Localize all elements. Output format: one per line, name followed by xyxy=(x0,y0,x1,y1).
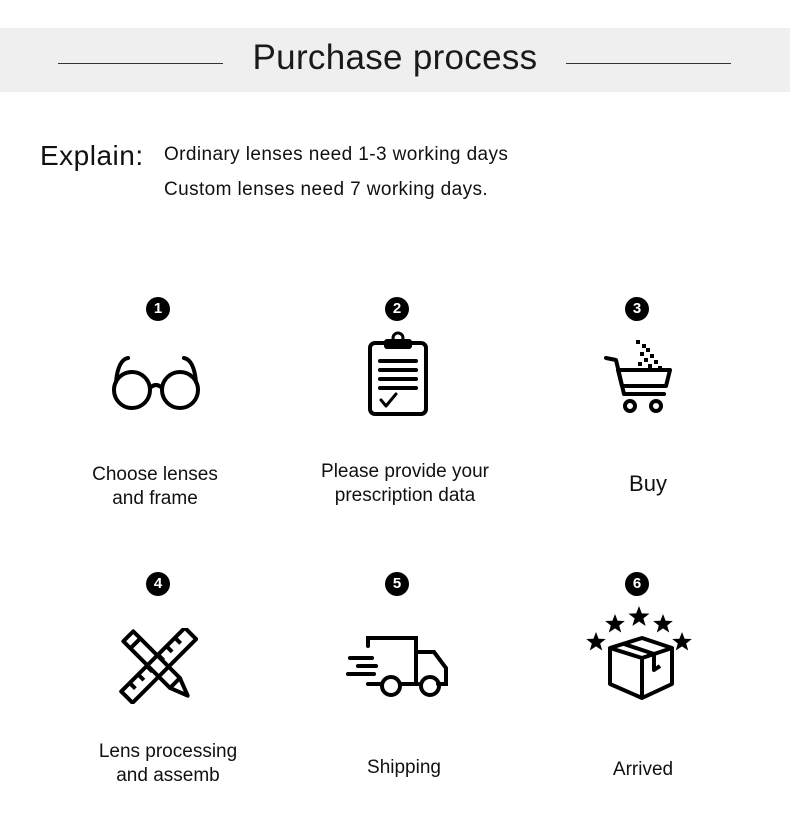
step-number-2: 2 xyxy=(385,297,409,321)
package-stars-icon xyxy=(586,606,692,700)
step-label-2-line-1: Please provide your xyxy=(321,461,489,482)
header-divider-left xyxy=(58,63,223,64)
step-label-3: Buy xyxy=(598,470,698,498)
pencil-ruler-icon xyxy=(119,628,198,704)
step-label-1-line-1: Choose lenses xyxy=(92,464,218,485)
clipboard-prescription-icon xyxy=(368,331,428,416)
explain-label: Explain: xyxy=(40,140,144,171)
step-number-5: 5 xyxy=(385,572,409,596)
explain-line-custom: Custom lenses need 7 working days. xyxy=(164,179,489,200)
header-divider-right xyxy=(566,63,731,64)
explain-line-ordinary: Ordinary lenses need 1-3 working days xyxy=(164,144,509,165)
step-number-6: 6 xyxy=(625,572,649,596)
step-label-1-line-2: and frame xyxy=(112,488,198,509)
shopping-cart-icon xyxy=(604,340,672,413)
step-label-4-line-1: Lens processing xyxy=(98,741,238,762)
step-label-5: Shipping xyxy=(334,756,474,780)
step-label-6: Arrived xyxy=(583,758,703,782)
step-label-1: Choose lenses and frame xyxy=(55,463,255,511)
step-number-4: 4 xyxy=(146,572,170,596)
step-number-3: 3 xyxy=(625,297,649,321)
header-band xyxy=(0,28,790,92)
glasses-icon xyxy=(112,356,200,410)
step-label-6-line-1: Arrived xyxy=(612,759,674,780)
step-label-3-line-1: Buy xyxy=(629,471,667,496)
step-label-5-line-1: Shipping xyxy=(367,757,441,778)
delivery-truck-icon xyxy=(346,636,448,697)
page-title: Purchase process xyxy=(252,38,538,77)
step-label-2-line-2: prescription data xyxy=(334,485,476,506)
step-label-4: Lens processing and assemb xyxy=(68,740,268,788)
step-number-1: 1 xyxy=(146,297,170,321)
step-label-2: Please provide your prescription data xyxy=(290,460,520,508)
step-label-4-line-2: and assemb xyxy=(116,765,220,786)
